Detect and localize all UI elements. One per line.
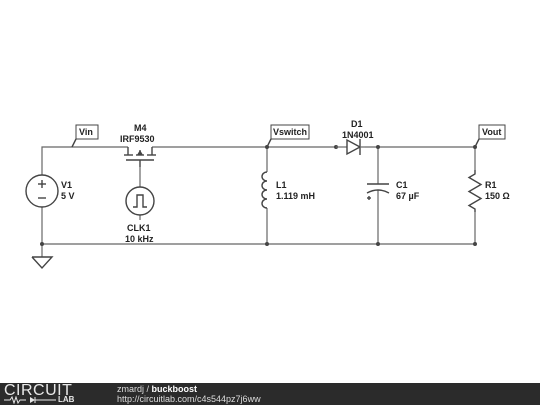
clock-source-clk1[interactable] bbox=[125, 186, 155, 216]
net-label-vin[interactable]: Vin bbox=[71, 124, 99, 148]
c1-name: C1 bbox=[396, 180, 408, 190]
capacitor-c1[interactable] bbox=[366, 183, 390, 200]
l1-value: 1.119 mH bbox=[276, 191, 315, 201]
footer-bar: CIRCUIT LAB zmardj / buckboost http://ci… bbox=[0, 382, 540, 405]
title-separator: / bbox=[144, 384, 152, 394]
ground-symbol bbox=[31, 256, 54, 270]
diode-d1[interactable] bbox=[336, 138, 365, 156]
v1-value: 5 V bbox=[61, 191, 75, 201]
net-label-vout[interactable]: Vout bbox=[474, 124, 506, 148]
m4-name: M4 bbox=[134, 123, 147, 133]
net-label-vout-text: Vout bbox=[482, 127, 501, 137]
wires bbox=[41, 146, 476, 257]
net-label-vin-text: Vin bbox=[79, 127, 93, 137]
circuit-schematic: V1 5 V M4 IRF9530 CLK1 10 kHz L1 1.119 m… bbox=[25, 119, 510, 270]
v1-name: V1 bbox=[61, 180, 72, 190]
project-url[interactable]: http://circuitlab.com/c4s544pz7j6ww bbox=[117, 394, 261, 404]
r1-name: R1 bbox=[485, 180, 497, 190]
voltage-source-v1[interactable] bbox=[25, 174, 59, 208]
clk1-name: CLK1 bbox=[127, 223, 151, 233]
clk1-value: 10 kHz bbox=[125, 234, 154, 244]
d1-value: 1N4001 bbox=[342, 130, 374, 140]
l1-name: L1 bbox=[276, 180, 287, 190]
circuitlab-logo-sub: LAB bbox=[58, 395, 75, 404]
net-label-vswitch-text: Vswitch bbox=[273, 127, 307, 137]
project-title: zmardj / buckboost bbox=[117, 384, 197, 394]
resistor-r1[interactable] bbox=[467, 170, 483, 212]
project-name[interactable]: buckboost bbox=[151, 384, 198, 394]
logo-circuit-icon bbox=[4, 396, 56, 404]
circuitlab-logo-text: CIRCUIT bbox=[4, 382, 73, 399]
d1-name: D1 bbox=[351, 119, 363, 129]
net-label-vswitch[interactable]: Vswitch bbox=[266, 124, 310, 148]
inductor-l1[interactable] bbox=[261, 171, 268, 209]
mosfet-m4[interactable] bbox=[124, 147, 156, 167]
c1-value: 67 µF bbox=[396, 191, 420, 201]
r1-value: 150 Ω bbox=[485, 191, 510, 201]
author-name[interactable]: zmardj bbox=[117, 384, 145, 394]
m4-value: IRF9530 bbox=[120, 134, 155, 144]
